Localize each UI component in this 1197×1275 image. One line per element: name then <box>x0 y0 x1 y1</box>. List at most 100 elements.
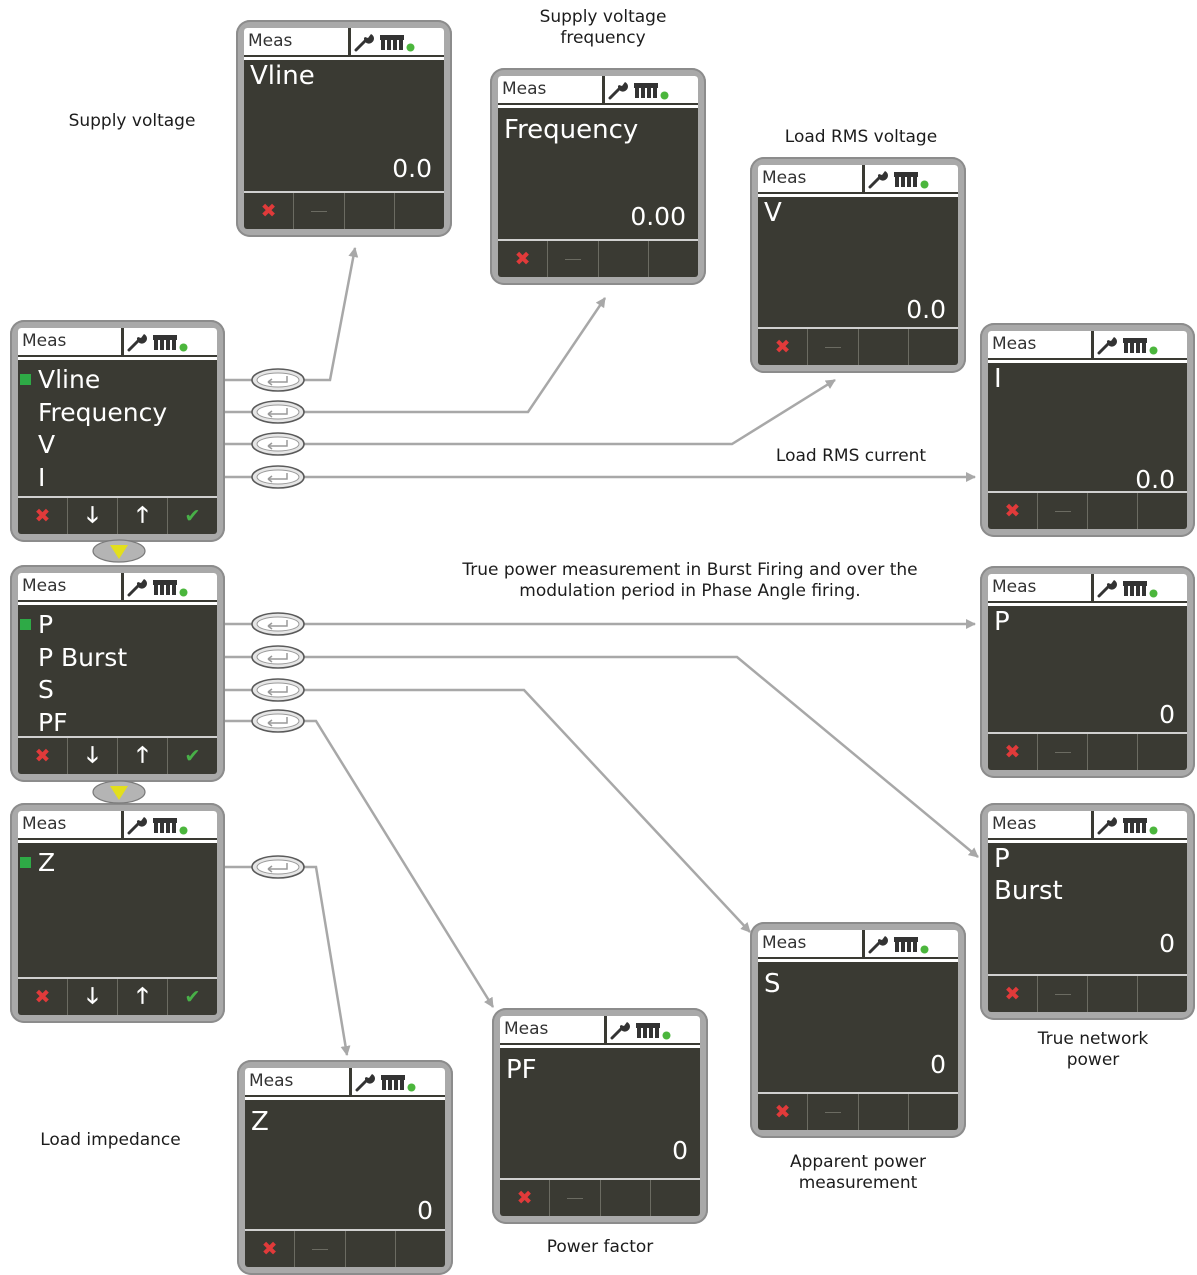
caption-line: frequency <box>560 28 646 48</box>
caption-line: measurement <box>798 1173 918 1193</box>
menu-item-frequency[interactable]: Frequency <box>18 397 217 430</box>
header-underline <box>498 105 698 108</box>
display-frequency: Meas Frequency 0.00 ✖ <box>490 68 706 285</box>
cancel-button[interactable]: ✖ <box>500 1180 549 1216</box>
parameter-value: 0.0 <box>1135 465 1175 494</box>
status-led-icon <box>920 945 929 953</box>
header-divider <box>1091 331 1095 358</box>
selection-cursor <box>20 619 31 630</box>
parameter-label: PF <box>506 1055 537 1085</box>
softkey-blank <box>649 1180 700 1216</box>
menu-item-vline[interactable]: Vline <box>18 364 217 397</box>
menu-device-2: Meas P P Burst S PF ✖ 🡓 🡑 ✔ <box>10 565 225 782</box>
menu-item-pf[interactable]: PF <box>18 707 217 740</box>
header-icons <box>608 78 669 102</box>
softkey-blank <box>549 1180 599 1216</box>
cancel-button[interactable]: ✖ <box>758 329 807 365</box>
scroll-down-icon[interactable] <box>92 539 146 563</box>
confirm-button[interactable]: ✔ <box>167 738 217 774</box>
menu-item-p[interactable]: P <box>18 609 217 642</box>
screen-header: Meas <box>18 811 217 838</box>
menu-item-label: Frequency <box>38 397 168 427</box>
enter-key-icon[interactable] <box>251 432 305 456</box>
softkey-blank <box>294 1231 344 1267</box>
status-led-icon <box>406 43 415 51</box>
menu-item-s[interactable]: S <box>18 674 217 707</box>
softkey-bar: ✖ 🡓 🡑 ✔ <box>18 496 217 534</box>
up-button[interactable]: 🡑 <box>117 979 167 1015</box>
wrench-icon <box>608 82 628 100</box>
cancel-button[interactable]: ✖ <box>758 1094 807 1130</box>
menu-item-v[interactable]: V <box>18 429 217 462</box>
header-title: Meas <box>992 577 1037 597</box>
enter-key-icon[interactable] <box>251 645 305 669</box>
keypad-icon <box>894 937 918 952</box>
up-button[interactable]: 🡑 <box>117 738 167 774</box>
up-button[interactable]: 🡑 <box>117 498 167 534</box>
parameter-value: 0 <box>930 1050 946 1079</box>
down-button[interactable]: 🡓 <box>67 979 117 1015</box>
enter-key-icon[interactable] <box>251 678 305 702</box>
parameter-label: Frequency <box>504 115 639 145</box>
cancel-button[interactable]: ✖ <box>245 1231 294 1267</box>
menu-item-p-burst[interactable]: P Burst <box>18 642 217 675</box>
parameter-value: 0 <box>672 1136 688 1165</box>
cancel-button[interactable]: ✖ <box>988 976 1037 1012</box>
softkey-bar: ✖ <box>500 1178 700 1216</box>
softkey-bar: ✖ 🡓 🡑 ✔ <box>18 736 217 774</box>
header-icons <box>355 1070 416 1094</box>
cancel-icon: ✖ <box>34 504 51 527</box>
cancel-button[interactable]: ✖ <box>498 241 547 277</box>
menu-item-i[interactable]: I <box>18 462 217 495</box>
enter-key-icon[interactable] <box>251 612 305 636</box>
header-divider <box>1091 811 1095 838</box>
cancel-icon: ✖ <box>516 1186 533 1209</box>
header-title: Meas <box>249 1071 294 1091</box>
confirm-button[interactable]: ✔ <box>167 979 217 1015</box>
caption-apparent-power: Apparent power measurement <box>768 1152 948 1194</box>
softkey-blank <box>1137 493 1187 529</box>
keypad-icon <box>894 172 918 187</box>
cancel-button[interactable]: ✖ <box>18 979 67 1015</box>
softkey-bar: ✖ <box>498 239 698 277</box>
softkey-blank <box>807 1094 857 1130</box>
cancel-button[interactable]: ✖ <box>18 738 67 774</box>
screen-header: Meas <box>988 811 1187 838</box>
parameter-label: S <box>764 969 781 999</box>
softkey-bar: ✖ <box>758 327 958 365</box>
header-divider <box>1091 574 1095 601</box>
scroll-down-icon[interactable] <box>92 780 146 804</box>
check-icon: ✔ <box>184 744 201 767</box>
wrench-icon <box>1097 580 1118 598</box>
header-underline <box>18 602 217 605</box>
screen-header: Meas <box>500 1016 700 1043</box>
screen-header: Meas <box>244 28 444 55</box>
cancel-icon: ✖ <box>34 744 51 767</box>
parameter-value: 0.00 <box>630 202 686 231</box>
softkey-bar: ✖ <box>245 1229 445 1267</box>
down-arrow-icon: 🡓 <box>86 743 99 768</box>
down-arrow-icon: 🡓 <box>86 984 99 1009</box>
enter-key-icon[interactable] <box>251 465 305 489</box>
menu-item-label: I <box>38 462 46 492</box>
enter-key-icon[interactable] <box>251 855 305 879</box>
down-button[interactable]: 🡓 <box>67 738 117 774</box>
down-button[interactable]: 🡓 <box>67 498 117 534</box>
check-icon: ✔ <box>184 985 201 1008</box>
header-underline <box>988 840 1187 843</box>
enter-key-icon[interactable] <box>251 709 305 733</box>
keypad-icon <box>153 335 178 350</box>
enter-key-icon[interactable] <box>251 400 305 424</box>
header-icons <box>354 30 415 54</box>
cancel-button[interactable]: ✖ <box>18 498 67 534</box>
caption-line: Supply voltage <box>539 7 667 27</box>
softkey-blank <box>597 241 648 277</box>
cancel-button[interactable]: ✖ <box>988 493 1037 529</box>
enter-key-icon[interactable] <box>251 368 305 392</box>
caption-line: Apparent power <box>789 1152 927 1172</box>
menu-item-z[interactable]: Z <box>18 847 217 880</box>
cancel-button[interactable]: ✖ <box>244 193 293 229</box>
confirm-button[interactable]: ✔ <box>167 498 217 534</box>
cancel-button[interactable]: ✖ <box>988 734 1037 770</box>
parameter-label-line: Burst <box>994 876 1063 906</box>
